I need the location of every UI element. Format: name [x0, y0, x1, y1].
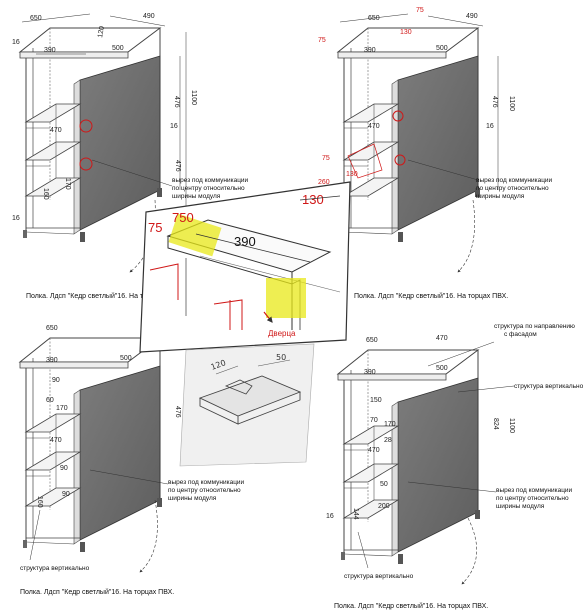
note-structure-vertical: структура вертикально: [20, 565, 90, 572]
dim-16: 16: [486, 123, 494, 130]
dim-476: 476: [174, 406, 181, 418]
dim-70: 70: [370, 417, 378, 424]
dim-490: 490: [466, 13, 478, 20]
dim-60: 60: [46, 397, 54, 404]
door-label: Дверца: [268, 329, 296, 338]
zoom-dim-75: 75: [148, 220, 162, 235]
highlight-circle: [79, 157, 93, 171]
dim-500: 500: [436, 45, 448, 52]
dim-1100: 1100: [190, 90, 197, 105]
dim-90b: 90: [60, 465, 68, 472]
dim-170: 170: [384, 421, 396, 428]
note-cutout-l3: ширины модуля: [172, 193, 221, 200]
dim-75-mid: 75: [322, 155, 330, 162]
dim-160: 160: [36, 496, 43, 508]
dim-500: 500: [436, 365, 448, 372]
dim-500: 500: [120, 355, 132, 362]
dim-170: 170: [56, 405, 68, 412]
dim-1100: 1100: [508, 418, 515, 433]
dim-476b: 476: [174, 160, 181, 172]
zoom-dim-750: 750: [172, 210, 194, 225]
dim-120: 120: [97, 26, 106, 39]
dim-16-top: 16: [12, 39, 20, 46]
dim-470: 470: [50, 127, 62, 134]
zoom-inset: 75 750 390 130 Дверца: [139, 181, 351, 353]
dim-260: 260: [318, 179, 330, 186]
dim-16: 16: [170, 123, 178, 130]
note-structure-vertical-b: структура вертикально: [344, 573, 414, 580]
dim-470b: 470: [368, 447, 380, 454]
highlight-circle: [394, 154, 406, 166]
note-cutout-l2: по центру относительно: [172, 185, 245, 192]
cabinet-top-right: 650 490 390 500 75 130 75 476 1100 16 47…: [318, 7, 553, 273]
dim-130: 130: [400, 29, 412, 36]
note-cutout-l1: вырез под коммуникации: [168, 479, 245, 486]
caption-bottom-right: Полка. Лдсп "Кедр светлый"16. На торцах …: [334, 602, 488, 610]
dim-16: 16: [326, 513, 334, 520]
dim-75-top: 75: [416, 7, 424, 14]
note-facade-l1: структура по направлению: [494, 323, 575, 330]
cabinet-bottom-right: 650 470 390 500 824 1100 150 70 170 28 4…: [326, 323, 584, 585]
sketch-dim-50: 50: [276, 353, 286, 362]
highlight-yellow: [168, 213, 222, 257]
dim-490: 490: [143, 13, 155, 20]
note-cutout-l1: вырез под коммуникации: [172, 177, 249, 184]
dim-90c: 90: [62, 491, 70, 498]
cabinet-top-left: 650 490 390 500 120 476 1100 16 476 470 …: [12, 13, 249, 273]
dim-650: 650: [366, 337, 378, 344]
dim-90: 90: [52, 377, 60, 384]
dim-200: 200: [378, 503, 390, 510]
cabinet-bottom-left: 650 490 390 500 476 1100 90 60 170 470 9…: [19, 323, 245, 573]
dim-476: 476: [491, 96, 498, 108]
dim-50: 50: [380, 481, 388, 488]
dim-470: 470: [368, 123, 380, 130]
dim-16-bottom: 16: [12, 215, 20, 222]
note-facade-l2: с фасадом: [504, 331, 537, 338]
dim-75: 75: [318, 37, 326, 44]
dim-28: 28: [384, 437, 392, 444]
dim-650: 650: [368, 15, 380, 22]
dim-150: 150: [370, 397, 382, 404]
dim-144: 144: [352, 508, 359, 520]
dim-500: 500: [112, 45, 124, 52]
note-cutout-l3: ширины модуля: [476, 193, 525, 200]
dim-650: 650: [46, 325, 58, 332]
dim-470: 470: [436, 335, 448, 342]
dim-390: 390: [364, 47, 376, 54]
note-cutout-l2: по центру относительно: [496, 495, 569, 502]
dim-824: 824: [492, 418, 499, 430]
dim-470: 470: [50, 437, 62, 444]
dim-390: 390: [364, 369, 376, 376]
highlight-yellow: [266, 278, 306, 318]
note-cutout-l3: ширины модуля: [496, 503, 545, 510]
zoom-dim-390: 390: [234, 234, 256, 249]
dim-390: 390: [44, 47, 56, 54]
note-cutout-l3: ширины модуля: [168, 495, 217, 502]
caption-top-left: Полка. Лдсп "Кедр светлый"16. На торцах …: [26, 292, 180, 300]
note-cutout-l1: вырез под коммуникации: [496, 487, 573, 494]
highlight-circle: [79, 119, 93, 133]
dim-130-mid: 130: [346, 171, 358, 178]
note-cutout-l1: вырез под коммуникации: [476, 177, 553, 184]
dim-650: 650: [30, 15, 42, 22]
note-cutout-l2: по центру относительно: [476, 185, 549, 192]
dim-476: 476: [173, 96, 180, 108]
dim-390: 390: [46, 357, 58, 364]
zoom-dim-130: 130: [302, 192, 324, 207]
dim-1100: 1100: [508, 96, 515, 111]
highlight-circle: [392, 110, 404, 122]
dim-170: 170: [64, 178, 71, 190]
dim-160: 160: [42, 188, 49, 200]
note-structure-vertical: структура вертикально: [514, 383, 584, 390]
caption-bottom-left: Полка. Лдсп "Кедр светлый"16. На торцах …: [20, 588, 174, 596]
caption-top-right: Полка. Лдсп "Кедр светлый"16. На торцах …: [354, 292, 508, 300]
sketch-inset: 120 50: [179, 343, 315, 467]
note-cutout-l2: по центру относительно: [168, 487, 241, 494]
